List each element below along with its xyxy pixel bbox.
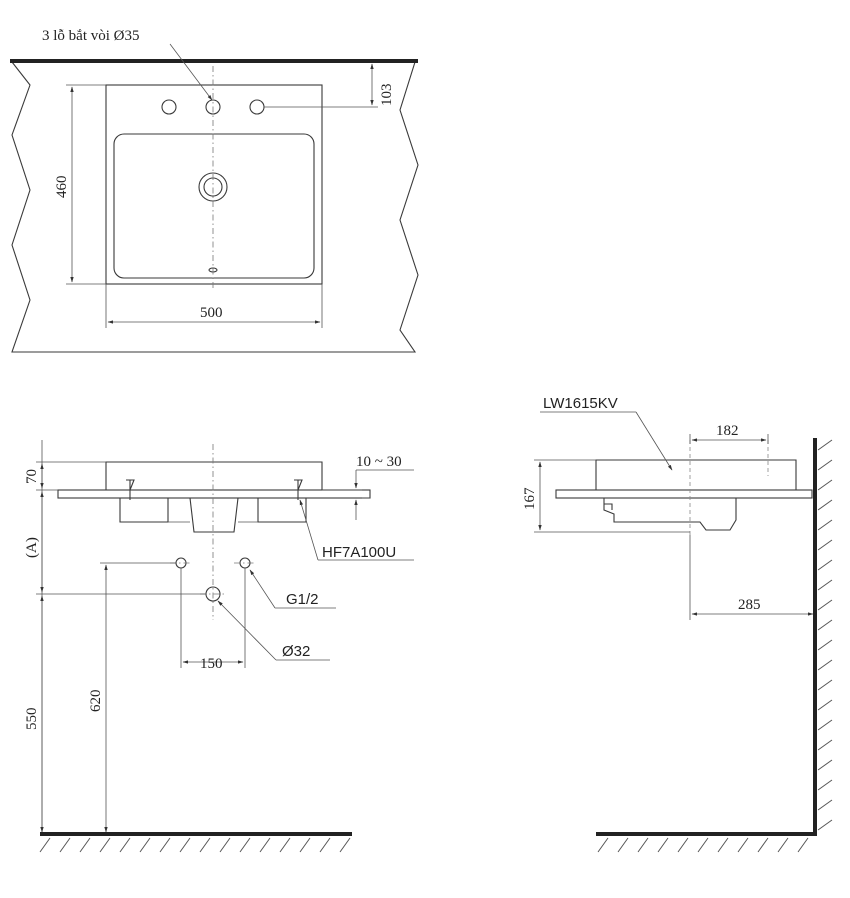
dim-182-label: 182	[716, 423, 739, 439]
drain-dia-label: Ø32	[282, 643, 310, 660]
bracket-left	[126, 479, 135, 500]
model-leader	[635, 411, 673, 471]
dim-460-label: 460	[54, 176, 70, 199]
front-counter	[57, 489, 371, 499]
side-view: LW1615KV 182 167 285	[522, 395, 833, 853]
front-basin-rim	[105, 461, 323, 490]
side-floor-hatch	[597, 837, 809, 853]
thread-label: G1/2	[286, 591, 319, 608]
drain-leader	[217, 600, 277, 661]
faucet-hole-center	[205, 99, 221, 115]
bracket-right	[294, 479, 303, 500]
dim-70-label: 70	[24, 469, 40, 484]
side-counter	[555, 489, 813, 499]
side-wall-hatch	[817, 439, 833, 831]
front-view: 70 (A) 550 620 150 10 ~ 30 HF7A100U G1/2	[24, 440, 414, 853]
faucet-note-leader	[169, 43, 213, 101]
dim-10-30-label: 10 ~ 30	[356, 454, 402, 470]
dim-620-label: 620	[88, 690, 104, 713]
basin-bowl	[113, 133, 315, 279]
side-basin-bowl	[603, 498, 737, 531]
side-basin-rim	[595, 459, 797, 490]
bracket-leader	[299, 499, 319, 561]
dim-103-label: 103	[379, 84, 395, 107]
top-view: 3 lỗ bắt vòi Ø35 460 500 103	[10, 28, 419, 353]
front-floor-hatch	[39, 837, 351, 853]
dim-550-label: 550	[24, 708, 40, 731]
faucet-hole-left	[161, 99, 177, 115]
dim-150-label: 150	[200, 656, 223, 672]
model-label: LW1615KV	[543, 395, 618, 412]
countertop-outline	[10, 61, 419, 353]
thread-leader	[249, 569, 276, 609]
bracket-model-label: HF7A100U	[322, 544, 396, 561]
dim-500-label: 500	[200, 305, 223, 321]
dim-285-label: 285	[738, 597, 761, 613]
dim-a-label: (A)	[24, 537, 40, 558]
faucet-hole-right	[249, 99, 265, 115]
basin-outer	[105, 84, 323, 285]
faucet-holes-note: 3 lỗ bắt vòi Ø35	[42, 28, 140, 44]
dim-167-label: 167	[522, 487, 538, 510]
front-basin-bowl	[119, 497, 307, 533]
